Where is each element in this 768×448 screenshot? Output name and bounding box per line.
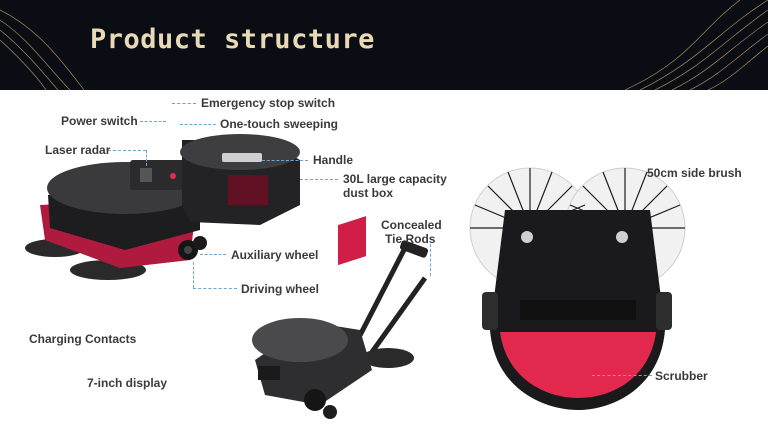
label-auxiliary-wheel: Auxiliary wheel [231, 248, 319, 262]
driving-wheel [193, 236, 207, 250]
leader-power-switch [140, 121, 166, 122]
scrubber-pad [500, 332, 656, 398]
label-dust-box-line2: dust box [343, 186, 393, 200]
red-side-panel [338, 216, 366, 266]
label-side-brush: 50cm side brush [647, 166, 742, 180]
leader-one-touch [180, 124, 216, 125]
label-driving-wheel: Driving wheel [241, 282, 320, 296]
leader-tie-rods [430, 244, 431, 276]
right-drive-wheel [656, 292, 672, 330]
label-handle: Handle [313, 153, 354, 167]
leader-emergency-stop [172, 103, 196, 104]
tie-rod-grip [399, 240, 429, 258]
label-scrubber: Scrubber [655, 369, 708, 383]
label-charging-contacts: Charging Contacts [29, 332, 137, 346]
label-dust-box-line1: 30L large capacity [343, 172, 447, 186]
leader-scrubber [592, 375, 652, 376]
label-emergency-stop: Emergency stop switch [201, 96, 336, 110]
sweeper-robot-middle [252, 216, 429, 419]
tie-rod [352, 246, 408, 347]
leader-laser-radar [108, 150, 146, 151]
leader-driving-wheel [193, 288, 237, 289]
header-banner: Product structure [0, 0, 768, 90]
gold-wave-decoration [0, 0, 768, 90]
label-one-touch: One-touch sweeping [220, 117, 339, 131]
label-tie-rods-line2: Tie Rods [385, 232, 436, 246]
label-display: 7-inch display [87, 376, 168, 390]
leader-driving-wheel-v [193, 262, 194, 288]
label-tie-rods-line1: Concealed [381, 218, 442, 232]
page-title: Product structure [90, 24, 375, 55]
label-laser-radar: Laser radar [45, 143, 111, 157]
label-power-switch: Power switch [61, 114, 138, 128]
leader-dust-box [300, 179, 338, 180]
leader-auxiliary-wheel [200, 254, 226, 255]
leader-handle [262, 160, 308, 161]
display-screen [258, 366, 280, 380]
laser-radar-unit [140, 168, 152, 182]
left-drive-wheel [482, 292, 498, 330]
leader-laser-radar-v [146, 150, 147, 166]
handle-bar [222, 153, 262, 162]
emergency-stop-button [170, 173, 176, 179]
sweeper-robot-left [25, 134, 300, 280]
sweeper-robot-bottom-view [469, 167, 686, 410]
